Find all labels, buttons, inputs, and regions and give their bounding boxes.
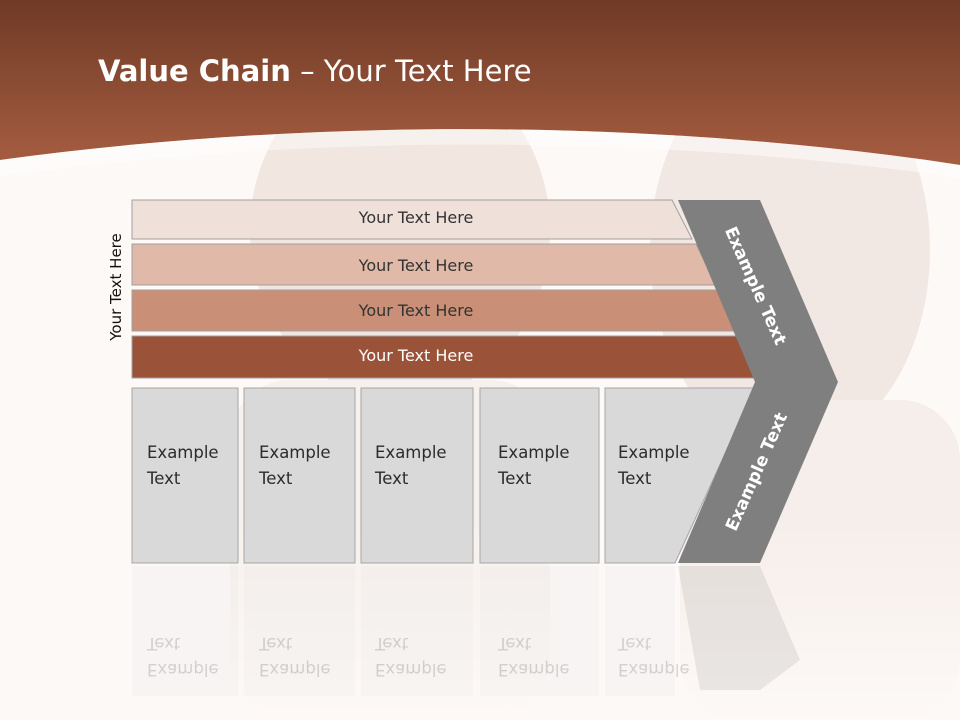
box-text-5: Example Text <box>618 443 690 488</box>
box-group <box>131 387 756 696</box>
box-text-2: Example Text <box>259 443 331 488</box>
chevron-arrow-reflection <box>678 566 800 690</box>
band-label-1: Your Text Here <box>358 208 474 227</box>
box-reflection-1 <box>132 566 238 696</box>
box-text-1: Example Text <box>147 443 219 488</box>
box-text-reflection-4: Example Text <box>498 634 570 679</box>
band-label-3: Your Text Here <box>358 301 474 320</box>
box-4 <box>479 387 600 564</box>
box-reflection-5 <box>605 566 675 696</box>
box-2 <box>243 387 356 564</box>
band-1 <box>131 199 693 240</box>
box-text-reflection-1: Example Text <box>147 634 219 679</box>
band-label-4: Your Text Here <box>358 346 474 365</box>
band-label-2: Your Text Here <box>358 256 474 275</box>
box-text-reflection-2: Example Text <box>259 634 331 679</box>
box-text-3: Example Text <box>375 443 447 488</box>
box-reflection-3 <box>361 566 473 696</box>
box-reflection-2 <box>244 566 355 696</box>
box-1 <box>131 387 239 564</box>
chevron-arrow <box>678 200 838 563</box>
box-3 <box>360 387 474 564</box>
slide-title: Value Chain – Your Text Here <box>98 54 532 88</box>
box-5 <box>604 387 756 564</box>
band-group <box>131 199 765 379</box>
box-text-4: Example Text <box>498 443 570 488</box>
box-reflection-4 <box>480 566 599 696</box>
box-text-reflection-5: Example Text <box>618 634 690 679</box>
box-text-reflection-3: Example Text <box>375 634 447 679</box>
vertical-label: Your Text Here <box>107 233 125 341</box>
